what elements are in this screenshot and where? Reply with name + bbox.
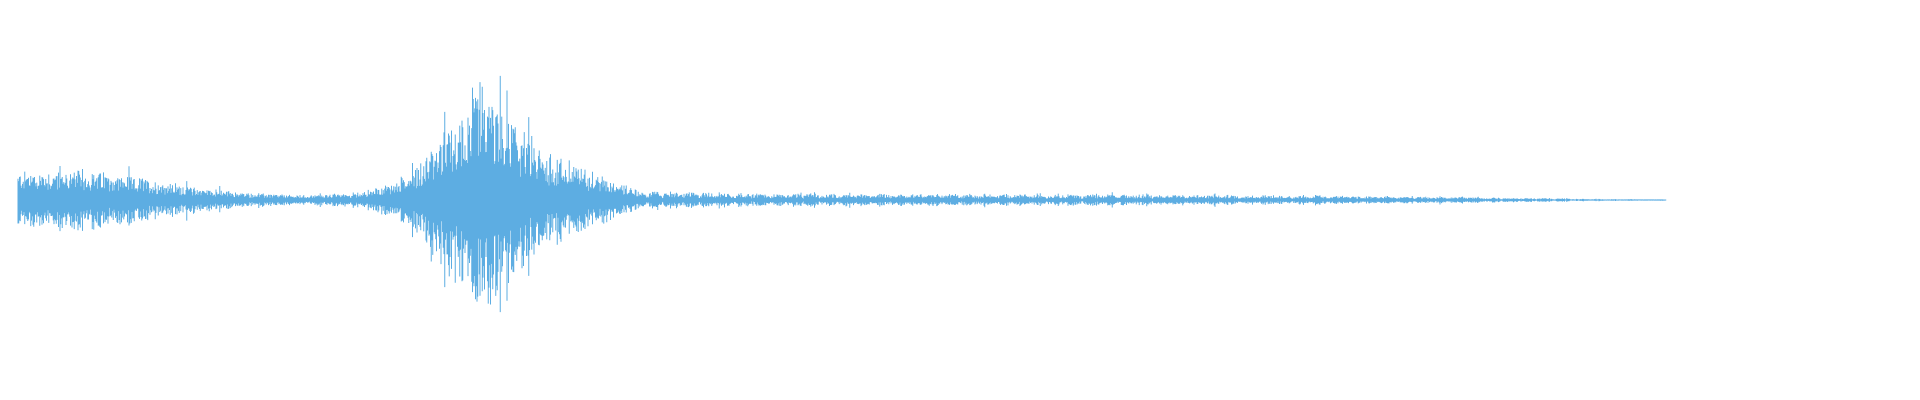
audio-waveform-view[interactable]: [0, 0, 1920, 400]
waveform-canvas[interactable]: [0, 0, 1920, 400]
